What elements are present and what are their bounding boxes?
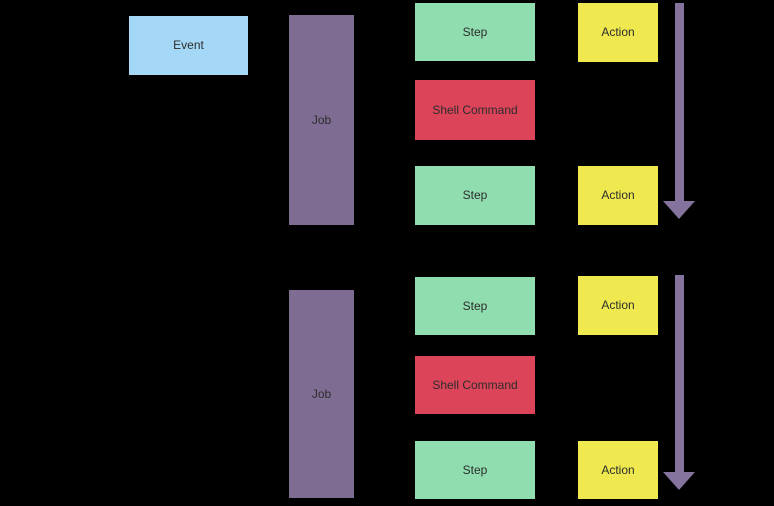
job-node-1: Job: [289, 15, 354, 225]
event-node: Event: [129, 16, 248, 75]
action-node-3: Action: [578, 276, 658, 335]
action-node-4: Action: [578, 441, 658, 499]
action-node-2: Action: [578, 166, 658, 225]
step-node-2: Step: [415, 166, 535, 225]
shell-command-node-2: Shell Command: [415, 356, 535, 414]
arrow-down-icon: [663, 201, 695, 219]
step-node-4: Step: [415, 441, 535, 499]
flow-arrow-1-shaft: [675, 3, 684, 202]
step-node-3: Step: [415, 277, 535, 335]
flow-arrow-2-shaft: [675, 275, 684, 472]
step-node-1: Step: [415, 3, 535, 61]
arrow-down-icon: [663, 472, 695, 490]
job-node-2: Job: [289, 290, 354, 498]
shell-command-node-1: Shell Command: [415, 80, 535, 140]
action-node-1: Action: [578, 3, 658, 62]
